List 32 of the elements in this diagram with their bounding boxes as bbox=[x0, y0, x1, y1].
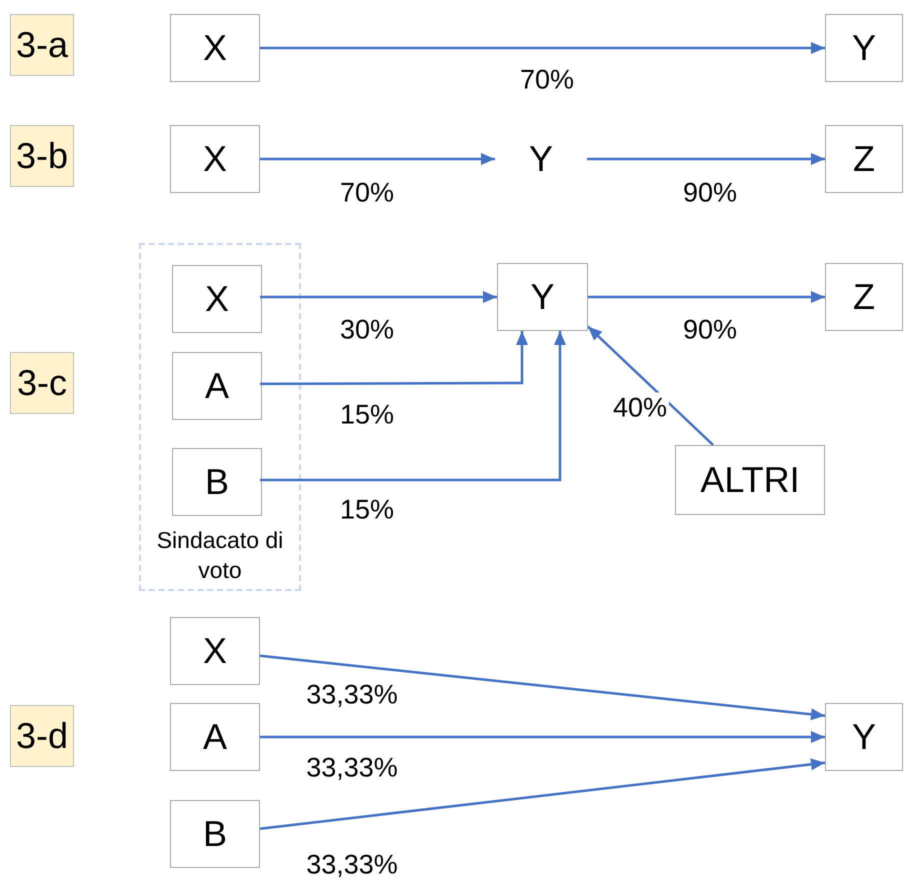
arrow bbox=[260, 731, 825, 743]
arrow bbox=[260, 291, 497, 303]
arrow bbox=[260, 153, 495, 165]
arrow bbox=[260, 331, 528, 386]
group-frame bbox=[139, 243, 301, 591]
arrow bbox=[260, 654, 826, 720]
arrow bbox=[260, 758, 826, 830]
node-box: X bbox=[170, 14, 260, 82]
arrow bbox=[587, 153, 825, 165]
node-box: Y bbox=[497, 263, 588, 331]
node-text: Y bbox=[495, 125, 587, 193]
group-title: Sindacato di voto bbox=[156, 526, 284, 585]
section-label: 3-b bbox=[10, 125, 74, 187]
node-box: A bbox=[170, 703, 260, 771]
node-box: Z bbox=[825, 125, 903, 193]
node-box: Z bbox=[825, 263, 903, 331]
node-box: Y bbox=[825, 703, 903, 771]
section-label: 3-d bbox=[10, 705, 74, 767]
node-box: B bbox=[172, 448, 262, 516]
node-box: ALTRI bbox=[675, 445, 825, 515]
node-box: X bbox=[170, 125, 260, 193]
node-box: B bbox=[170, 800, 260, 868]
node-box: X bbox=[170, 617, 260, 685]
arrow bbox=[588, 291, 825, 303]
arrow bbox=[260, 42, 825, 54]
node-box: A bbox=[172, 352, 262, 420]
arrow bbox=[260, 331, 566, 482]
arrow bbox=[587, 326, 714, 446]
section-label: 3-a bbox=[10, 14, 74, 76]
node-box: X bbox=[172, 265, 262, 333]
node-box: Y bbox=[825, 14, 903, 82]
section-label: 3-c bbox=[10, 352, 74, 414]
